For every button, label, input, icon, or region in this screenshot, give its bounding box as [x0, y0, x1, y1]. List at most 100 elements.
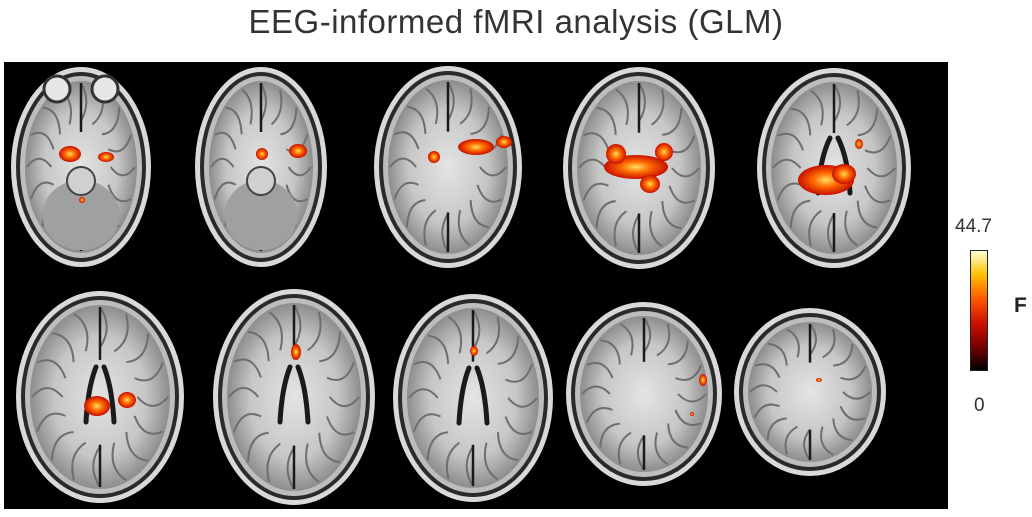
sulcus [329, 396, 360, 408]
sulcus [675, 364, 703, 381]
sulcus [846, 90, 860, 127]
lateral-ventricle [456, 365, 490, 426]
sulcus [71, 441, 87, 481]
brain-tissue [580, 316, 708, 472]
cerebellum [224, 180, 298, 250]
sulcus [479, 166, 507, 177]
sulcus [832, 418, 853, 442]
sulcus [826, 213, 835, 253]
sulcus [136, 396, 169, 407]
sulcus [632, 214, 640, 254]
sulcus [856, 200, 878, 229]
activation-cluster [289, 144, 307, 158]
brain-slices-svg [11, 66, 911, 505]
sulcus [668, 185, 695, 204]
sulcus [772, 158, 802, 169]
sulcus [476, 184, 503, 203]
sulcus [406, 199, 426, 228]
sulcus [412, 413, 441, 433]
sulcus [457, 209, 471, 247]
sulcus [109, 166, 136, 177]
sulcus [286, 447, 295, 490]
sulcus [233, 358, 262, 378]
activation-cluster [640, 175, 660, 193]
sulcus [425, 87, 439, 125]
sulcus [285, 184, 308, 203]
sulcus [319, 331, 341, 363]
sulcus [406, 105, 427, 134]
brainstem [66, 166, 96, 196]
sulcus [507, 397, 538, 408]
brain-slice-thalamus [757, 68, 911, 268]
sulcus [287, 166, 312, 177]
sulcus [671, 167, 700, 178]
sulcus [809, 323, 817, 356]
brain-slice-skull-base [11, 67, 151, 267]
sulcus [864, 135, 892, 154]
sulcus [447, 81, 455, 121]
sulcus [266, 442, 281, 483]
sulcus [51, 332, 75, 363]
sulcus [674, 409, 702, 427]
sulcus [280, 107, 298, 136]
colorbar-min-label: 0 [974, 395, 985, 416]
sulcus [30, 181, 55, 200]
sulcus [107, 134, 132, 153]
colorbar-unit-label: F [1014, 294, 1027, 317]
brain-slice-lateral-ventricles [16, 291, 184, 503]
sulcus [293, 304, 302, 347]
sulcus [656, 323, 671, 357]
activation-cluster [655, 143, 673, 161]
sulcus [840, 365, 867, 381]
sulcus [408, 388, 439, 399]
sulcus [649, 210, 663, 248]
sulcus [585, 407, 613, 424]
activation-cluster [832, 164, 856, 184]
sulcus [126, 333, 150, 363]
sulcus [581, 385, 611, 395]
sulcus [441, 213, 449, 253]
brain-slice-ventricle-body [213, 289, 375, 505]
sulcus [766, 417, 787, 441]
sulcus [465, 445, 474, 487]
sulcus [749, 384, 778, 393]
sulcus [789, 199, 811, 228]
brain-tissue [407, 308, 539, 488]
brain-slice-upper-midbrain [374, 66, 522, 268]
sulcus [654, 432, 669, 466]
sulcus [413, 361, 442, 380]
sulcus [111, 442, 127, 481]
sulcus [427, 334, 450, 364]
brain-slice-high-parietal [566, 302, 722, 486]
sulcus [497, 335, 520, 365]
sulcus [754, 363, 781, 379]
activation-cluster [470, 346, 478, 356]
sulcus [667, 423, 688, 449]
sulcus [134, 362, 164, 382]
brain-slice-midbrain [195, 67, 327, 267]
sulcus [613, 210, 627, 247]
sulcus [470, 106, 490, 135]
cerebellum [42, 180, 120, 250]
sulcus [307, 311, 322, 352]
brain-tissue [227, 303, 361, 491]
activation-cluster [84, 396, 110, 416]
sulcus [393, 181, 419, 200]
sulcus [92, 445, 101, 488]
sulcus [810, 89, 824, 126]
sulcus [483, 442, 499, 481]
sulcus [790, 107, 812, 136]
sulcus [80, 82, 88, 122]
sulcus [619, 322, 634, 356]
sulcus [643, 317, 652, 353]
sulcus [326, 416, 355, 436]
sulcus [225, 106, 243, 135]
sulcus [447, 315, 463, 354]
sulcus [305, 443, 320, 483]
activation-cluster [855, 139, 863, 149]
sulcus [839, 405, 866, 421]
sulcus [864, 185, 891, 204]
sulcus [833, 83, 842, 123]
sulcus [636, 435, 645, 471]
sulcus [26, 157, 53, 168]
